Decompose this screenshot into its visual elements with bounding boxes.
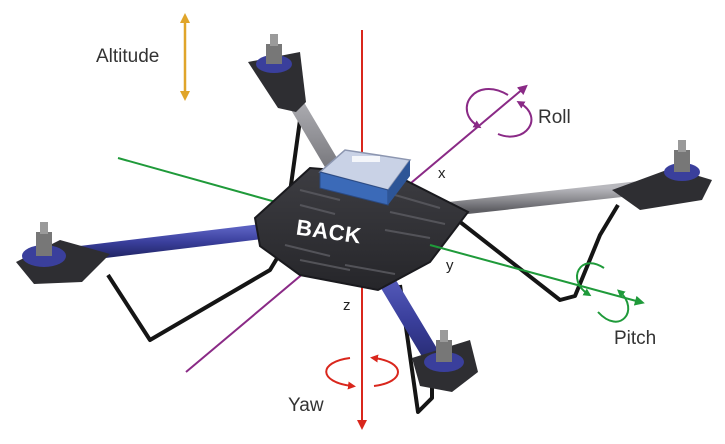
roll-label: Roll <box>538 107 571 128</box>
motor-left <box>16 222 110 284</box>
pitch-label: Pitch <box>614 328 657 349</box>
altitude-label: Altitude <box>96 46 160 67</box>
axis-x-label: x <box>438 165 446 182</box>
roll-rotation-icon <box>465 88 533 138</box>
axis-y-label: y <box>446 257 454 274</box>
pitch-axis-line-front <box>429 244 645 306</box>
motor-front <box>412 330 478 392</box>
motor-right <box>612 140 712 210</box>
motor-back-left <box>248 34 306 112</box>
yaw-label: Yaw <box>288 395 324 416</box>
axis-z-label: z <box>343 297 351 314</box>
yaw-rotation-icon <box>325 354 399 390</box>
flight-controller <box>318 149 412 206</box>
pitch-rotation-icon <box>576 262 630 323</box>
